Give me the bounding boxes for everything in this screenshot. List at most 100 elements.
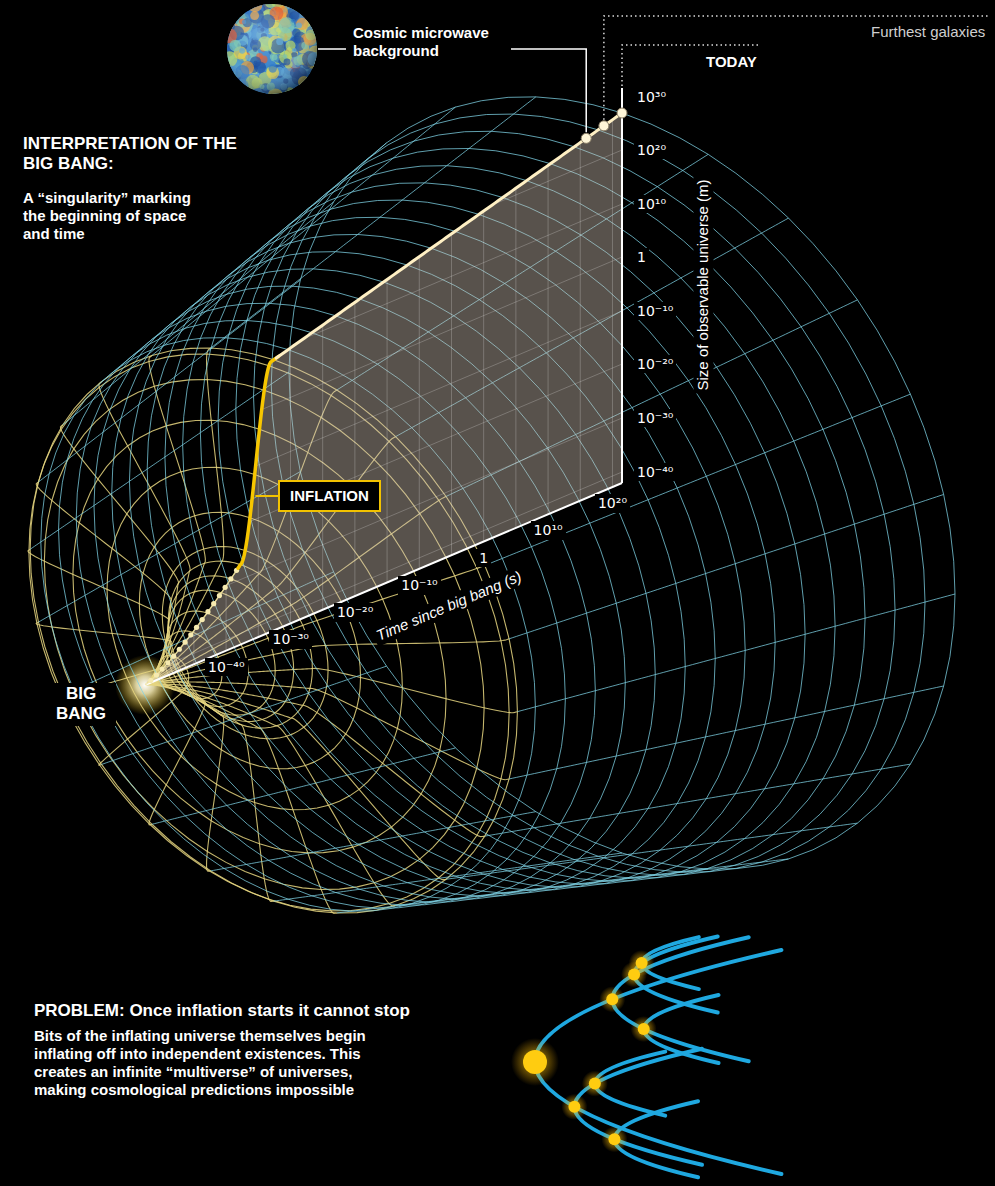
grid-line [387, 279, 388, 582]
leader-lines [255, 16, 990, 496]
universe-glow [599, 986, 625, 1012]
stage-box: INFLATION [278, 480, 381, 512]
mesh-line [36, 622, 171, 685]
today-label: TODAY [703, 52, 760, 72]
grid-line [145, 364, 622, 566]
universe-glow [561, 1094, 587, 1120]
universe-glow [601, 1126, 627, 1152]
curve-bead [154, 672, 159, 677]
grid-line [226, 586, 227, 651]
curve-bead [188, 632, 193, 637]
axis-tick: 10²⁰ [634, 141, 669, 160]
mesh-line [102, 666, 387, 764]
curve-bead [165, 660, 170, 665]
stage-label: INFLATION [290, 487, 369, 505]
cmb-sphere [221, 0, 323, 103]
universe-branch [612, 937, 748, 1061]
axis-tick: 1 [476, 549, 491, 568]
grid-line [322, 325, 323, 610]
size-axis [621, 88, 623, 483]
grid-line [548, 165, 549, 514]
curve-bead [217, 593, 222, 598]
grid-line [145, 150, 622, 352]
time-axis [145, 483, 622, 685]
axis-tick: 10⁻²⁰ [634, 355, 676, 374]
universe-dot [608, 1133, 620, 1145]
mesh-line [152, 748, 456, 824]
mesh-line [146, 685, 396, 906]
universe-glow [582, 1071, 608, 1097]
leader-line [604, 16, 990, 120]
mesh-line [485, 764, 911, 836]
note-text: Bits of the inflating universe themselve… [31, 1026, 402, 1100]
universe-glow [631, 1016, 657, 1042]
curve-bead [205, 609, 210, 614]
universe-dot [606, 993, 618, 1005]
mesh-line [211, 812, 536, 871]
leader-line [622, 45, 760, 86]
multiverse-tree [511, 936, 781, 1177]
axis-tick: 10⁻³⁰ [269, 630, 311, 649]
expansion-curve [276, 113, 622, 358]
note-text: A “singularity” marking the beginning of… [20, 188, 219, 244]
grid-line [354, 302, 355, 596]
inflation-curve [238, 356, 279, 568]
curve-bead [211, 601, 216, 606]
grid-line [258, 440, 259, 637]
axis-tick: 10¹⁰ [531, 521, 566, 540]
mesh-line [99, 382, 190, 685]
grid-line [515, 188, 516, 528]
plane-grid [145, 97, 645, 674]
universe-dot [589, 1078, 601, 1090]
universe-glow [511, 1038, 559, 1086]
event-label: BIG BANG [46, 683, 116, 726]
grid-line [145, 472, 622, 674]
mesh-line [146, 684, 224, 871]
universe-dot [636, 957, 648, 969]
axis-tick: 10⁻³⁰ [634, 409, 676, 428]
grid-line [419, 257, 420, 569]
universe-dot [638, 1023, 650, 1035]
axis-tick: 10¹⁰ [634, 195, 669, 214]
curve-bead [148, 678, 153, 683]
axis-tick: 10²⁰ [595, 494, 630, 513]
grid-line [580, 143, 581, 501]
axis-tick: 10⁻¹⁰ [634, 302, 676, 321]
universe-dot [568, 1101, 580, 1113]
heading: PROBLEM: Once inflation starts it cannot… [31, 1000, 413, 1022]
curve-bead [223, 585, 228, 590]
grid-line [483, 211, 484, 542]
cmb-label: Cosmic microwave background [350, 23, 506, 61]
heading: INTERPRETATION OF THE BIG BANG: [20, 133, 261, 176]
leader-line [318, 48, 346, 50]
grid-line [145, 311, 622, 513]
grid-line [193, 631, 194, 665]
epoch-dot [581, 133, 591, 143]
axis-tick: 1 [634, 248, 649, 267]
curve-bead [194, 625, 199, 630]
leader-line [511, 49, 586, 132]
universe-dot [523, 1050, 547, 1074]
axis-tick: 10³⁰ [634, 88, 669, 107]
leader-line [255, 495, 278, 497]
mesh-line [146, 682, 509, 780]
curve-bead [200, 617, 205, 622]
mesh-line [517, 594, 955, 712]
grid-line [451, 234, 452, 555]
curve-bead [182, 640, 187, 645]
grid-line [612, 120, 613, 487]
axis-tick: 10⁻⁴⁰ [634, 463, 676, 482]
curve-bead [160, 667, 165, 672]
axis-title: Time since big bang (s) [371, 565, 528, 646]
axis-title: Size of observable universe (m) [693, 177, 713, 394]
mesh-line [509, 494, 944, 638]
grid-line [145, 418, 622, 620]
axis-tick: 10⁻²⁰ [334, 603, 376, 622]
galaxies-label: Furthest galaxies [868, 22, 988, 42]
epoch-dot [599, 121, 609, 131]
curve-bead [228, 576, 233, 581]
epoch-dot [617, 108, 627, 118]
axis-tick: 10⁻⁴⁰ [205, 658, 247, 677]
grid-line [145, 257, 622, 459]
